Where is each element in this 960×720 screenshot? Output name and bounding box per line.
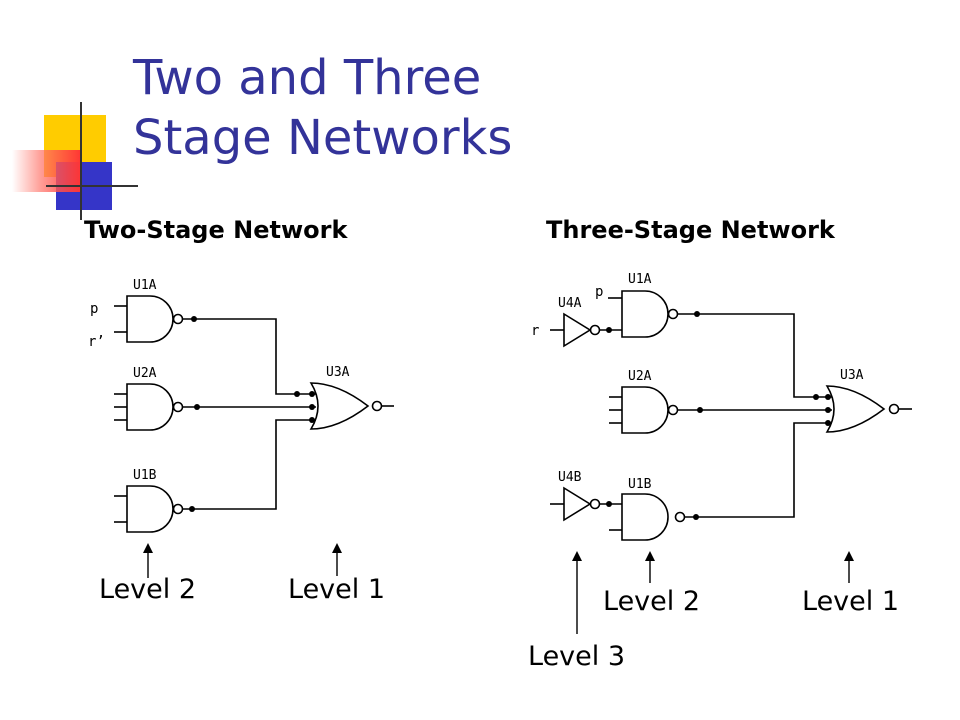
two-stage-wires (183, 318, 316, 510)
three-stage-label-u4a: U4A (558, 296, 582, 311)
three-stage-level1-label: Level 1 (802, 586, 900, 617)
two-stage-label-u1b: U1B (133, 468, 157, 483)
three-stage-label-u2a: U2A (628, 369, 652, 384)
two-stage-label-u3a: U3A (326, 365, 350, 380)
three-stage-label-u4b: U4B (558, 470, 582, 485)
three-stage-inverter-u4b (550, 486, 601, 522)
three-stage-level2-label: Level 2 (603, 586, 701, 617)
two-stage-nand-u2a (114, 383, 184, 431)
two-stage-label-u2a: U2A (133, 366, 157, 381)
three-stage-label-u3a: U3A (840, 368, 864, 383)
three-stage-nand-u1a (600, 290, 679, 338)
two-stage-nand-u3a (309, 382, 394, 430)
two-stage-nand-u1b (114, 485, 184, 533)
three-stage-input-p: p (595, 284, 603, 300)
two-stage-heading: Two-Stage Network (84, 216, 348, 244)
three-stage-label-u1b: U1B (628, 477, 652, 492)
title-line-1: Two and Three (133, 50, 482, 106)
three-stage-inverter-u4a (550, 312, 601, 348)
slide-title: Two and Three Stage Networks (133, 48, 512, 168)
two-stage-input-p: p (90, 301, 98, 317)
three-stage-heading: Three-Stage Network (546, 216, 835, 244)
title-line-2: Stage Networks (133, 110, 513, 166)
three-stage-level3-label: Level 3 (528, 641, 626, 672)
two-stage-level1-label: Level 1 (288, 574, 386, 605)
deco-horizontal-line (46, 185, 138, 187)
three-stage-wires (678, 313, 832, 518)
two-stage-input-r: r’ (88, 334, 105, 350)
three-stage-nand-u3a (825, 385, 912, 433)
three-stage-nand-u1b (600, 493, 686, 541)
three-stage-input-r: r (531, 323, 539, 339)
three-stage-label-u1a: U1A (628, 272, 652, 287)
two-stage-level2-label: Level 2 (99, 574, 197, 605)
deco-vertical-line (80, 102, 82, 220)
three-stage-nand-u2a (609, 386, 679, 434)
two-stage-label-u1a: U1A (133, 278, 157, 293)
two-stage-nand-u1a (114, 295, 184, 343)
